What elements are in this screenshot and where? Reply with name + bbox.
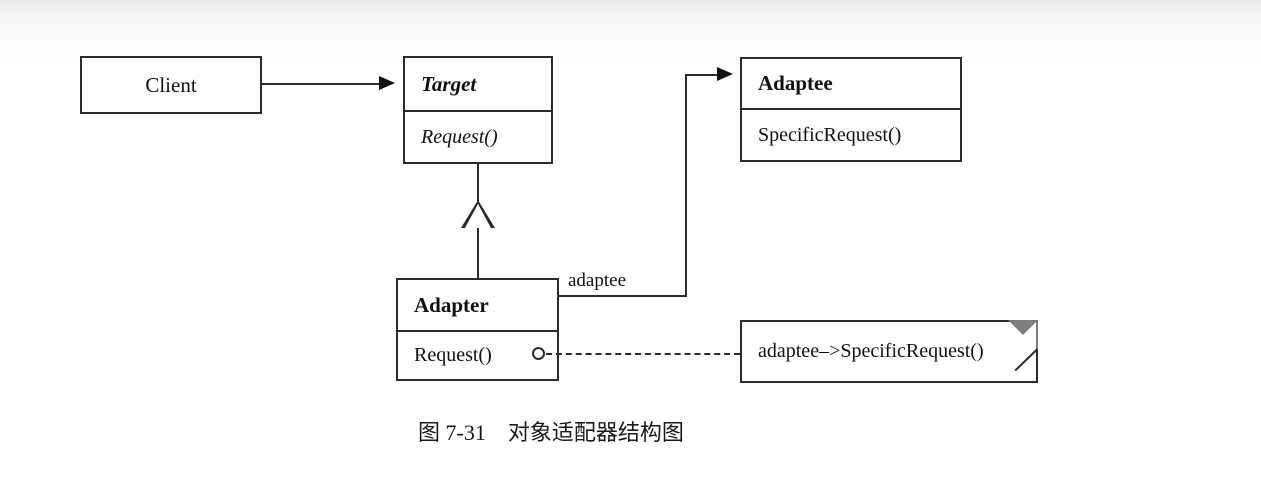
connector-adapter-to-target-lower (477, 228, 479, 278)
connector-request-to-note-dashed (546, 353, 740, 355)
class-name-adapter: Adapter (414, 292, 489, 317)
class-name-compartment-target: Target (405, 58, 551, 110)
association-role-label-adaptee: adaptee (568, 270, 627, 291)
figure-caption: 图 7-31 对象适配器结构图 (418, 420, 684, 445)
class-box-adapter[interactable]: Adapter Request() (396, 278, 559, 381)
connector-adapter-to-target-upper (477, 164, 479, 202)
connector-adapter-to-adaptee-top (685, 74, 718, 76)
class-name-target: Target (421, 71, 477, 96)
operation-adapter-request: Request() (414, 344, 492, 366)
note-fold-edge-icon (1014, 349, 1038, 372)
class-name-compartment-client: Client (82, 58, 260, 112)
connector-adapter-to-adaptee-vertical (685, 74, 687, 297)
note-text: adaptee–>SpecificRequest() (758, 340, 984, 362)
connector-adapter-to-adaptee-horizontal (559, 295, 687, 297)
operation-target-request: Request() (421, 125, 498, 148)
class-name-adaptee: Adaptee (758, 71, 833, 95)
operation-adaptee-specificrequest: SpecificRequest() (758, 123, 902, 146)
class-operations-compartment-target: Request() (405, 110, 551, 162)
class-box-client[interactable]: Client (80, 56, 262, 114)
arrowhead-client-to-target-icon (379, 76, 395, 90)
class-box-target[interactable]: Target Request() (403, 56, 553, 164)
arrowhead-adapter-to-adaptee-icon (717, 67, 733, 81)
class-box-adaptee[interactable]: Adaptee SpecificRequest() (740, 57, 962, 162)
note-fold-page-icon (1008, 322, 1036, 350)
class-name-compartment-adaptee: Adaptee (742, 59, 960, 108)
note-box[interactable]: adaptee–>SpecificRequest() (740, 320, 1038, 383)
class-name-compartment-adapter: Adapter (398, 280, 557, 330)
note-anchor-socket-icon (532, 347, 545, 360)
generalization-triangle-icon (461, 200, 495, 228)
class-operations-compartment-adapter: Request() (398, 330, 557, 379)
connector-client-to-target (262, 83, 380, 85)
class-operations-compartment-adaptee: SpecificRequest() (742, 108, 960, 160)
class-name-client: Client (145, 72, 197, 97)
